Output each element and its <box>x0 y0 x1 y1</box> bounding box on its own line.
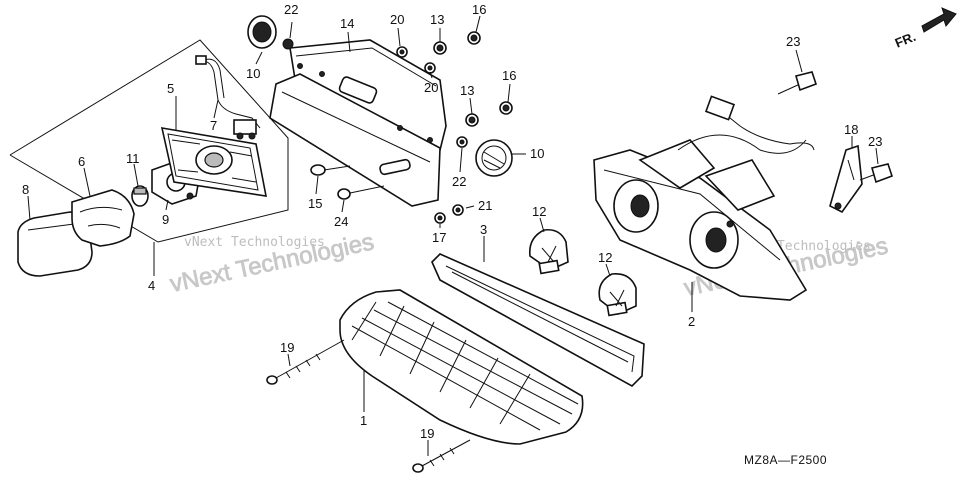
housing-part-2 <box>593 95 815 301</box>
callout-14: 14 <box>340 16 354 31</box>
callout-24: 24 <box>334 214 348 229</box>
screw-part-15 <box>310 164 351 176</box>
bracket-part-18 <box>829 144 863 214</box>
callout-18: 18 <box>844 122 858 137</box>
nut-part-20-mid <box>424 62 436 74</box>
assembly-outline <box>9 39 289 243</box>
callout-1: 1 <box>360 413 367 428</box>
callout-12b: 12 <box>598 250 612 265</box>
callout-15: 15 <box>308 196 322 211</box>
license-light-group <box>9 39 289 277</box>
callout-labels: 1 2 3 4 5 6 7 8 9 10 10 11 12 12 13 13 1… <box>22 2 882 441</box>
nut-part-21 <box>452 204 464 216</box>
housing-part-6 <box>71 189 135 247</box>
screw-part-24 <box>337 185 385 200</box>
collar-part-13-top <box>433 41 447 55</box>
watermark-left-mono: vNext Technologies <box>184 235 325 250</box>
callout-5: 5 <box>167 81 174 96</box>
grommet-part-10-top <box>247 15 277 49</box>
callout-13a: 13 <box>430 12 444 27</box>
main-lens-part-1 <box>339 289 584 445</box>
bulb-part-11 <box>131 185 149 207</box>
nut-part-16-mid <box>499 101 513 115</box>
callout-20a: 20 <box>390 12 404 27</box>
callout-21: 21 <box>478 198 492 213</box>
gasket-part-3 <box>431 253 645 387</box>
nut-part-16-top <box>467 31 481 45</box>
nut-part-17 <box>434 212 446 224</box>
callout-22b: 22 <box>452 174 466 189</box>
callout-9: 9 <box>162 212 169 227</box>
callout-13b: 13 <box>460 83 474 98</box>
callout-2: 2 <box>688 314 695 329</box>
callout-22a: 22 <box>284 2 298 17</box>
callout-6: 6 <box>78 154 85 169</box>
callout-16a: 16 <box>472 2 486 17</box>
collar-part-13-mid <box>465 113 479 127</box>
callout-20b: 20 <box>424 80 438 95</box>
callout-23b: 23 <box>868 134 882 149</box>
callout-23a: 23 <box>786 34 800 49</box>
callout-10b: 10 <box>530 146 544 161</box>
callout-7: 7 <box>210 118 217 133</box>
callout-19b: 19 <box>420 426 434 441</box>
callout-11: 11 <box>126 151 140 166</box>
leader-lines <box>27 15 879 456</box>
screw-part-19-bottom <box>412 439 471 473</box>
callout-3: 3 <box>480 222 487 237</box>
bolt-part-23-right <box>859 163 894 184</box>
direction-label: FR. <box>893 29 918 51</box>
bolt-part-23-top <box>777 71 818 95</box>
bracket-part-14 <box>269 39 447 207</box>
reflector-plate-part-5 <box>160 127 267 197</box>
nut-part-20-top <box>396 46 408 58</box>
callout-4: 4 <box>148 278 155 293</box>
screw-part-19-left <box>266 339 345 385</box>
grommet-part-10-right <box>475 139 513 177</box>
bulb-part-12-upper <box>528 228 569 275</box>
callout-10a: 10 <box>246 66 260 81</box>
callout-8: 8 <box>22 182 29 197</box>
front-direction-arrow: FR. <box>893 7 957 51</box>
callout-16b: 16 <box>502 68 516 83</box>
callout-19a: 19 <box>280 340 294 355</box>
diagram-code: MZ8A—F2500 <box>744 453 827 467</box>
nut-part-22-mid <box>456 136 468 148</box>
nut-part-22-top <box>282 38 294 50</box>
bulb-part-12-lower <box>598 272 637 317</box>
callout-17: 17 <box>432 230 446 245</box>
callout-12a: 12 <box>532 204 546 219</box>
